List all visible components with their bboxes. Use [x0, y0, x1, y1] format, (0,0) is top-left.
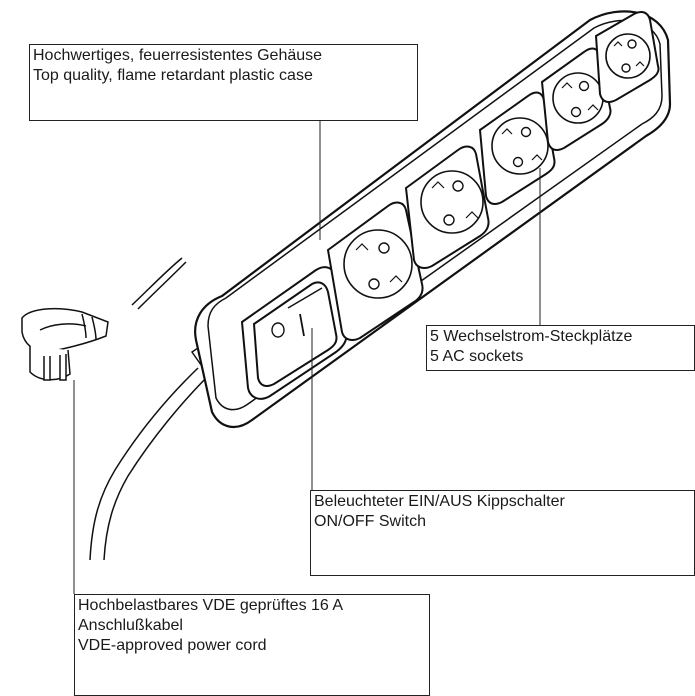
switch-housing — [240, 266, 348, 400]
switch-off-symbol — [271, 322, 285, 338]
plug — [21, 307, 109, 381]
socket — [326, 201, 424, 341]
socket — [540, 47, 612, 151]
power-cord — [103, 373, 211, 561]
callout-switch-en: ON/OFF Switch — [314, 513, 427, 530]
callout-cord-de-2: Anschlußkabel — [78, 617, 183, 634]
callout-cord-en: VDE-approved power cord — [78, 637, 267, 654]
callout-switch: Beleuchteter EIN/AUS Kippschalter ON/OFF… — [310, 490, 695, 576]
callout-case-de: Hochwertiges, feuerresistentes Gehäuse — [33, 47, 323, 64]
switch-on-symbol — [299, 313, 305, 337]
callout-cord: Hochbelastbares VDE geprüftes 16 A Ansch… — [74, 594, 430, 696]
socket — [594, 11, 660, 103]
cable-strand — [131, 257, 183, 306]
callout-sockets-de: 5 Wechselstrom-Steckplätze — [430, 328, 633, 345]
callout-case: Hochwertiges, feuerresistentes Gehäuse T… — [29, 44, 418, 121]
socket — [404, 145, 490, 269]
cable-strand — [137, 261, 187, 310]
callout-switch-de: Beleuchteter EIN/AUS Kippschalter — [314, 493, 565, 510]
callout-case-en: Top quality, flame retardant plastic cas… — [33, 67, 313, 84]
callout-sockets: 5 Wechselstrom-Steckplätze 5 AC sockets — [426, 325, 695, 371]
callout-sockets-en: 5 AC sockets — [430, 348, 524, 365]
callout-cord-de-1: Hochbelastbares VDE geprüftes 16 A — [78, 597, 344, 614]
power-cord — [89, 367, 199, 561]
leader-lines — [73, 121, 541, 594]
socket — [478, 91, 556, 205]
